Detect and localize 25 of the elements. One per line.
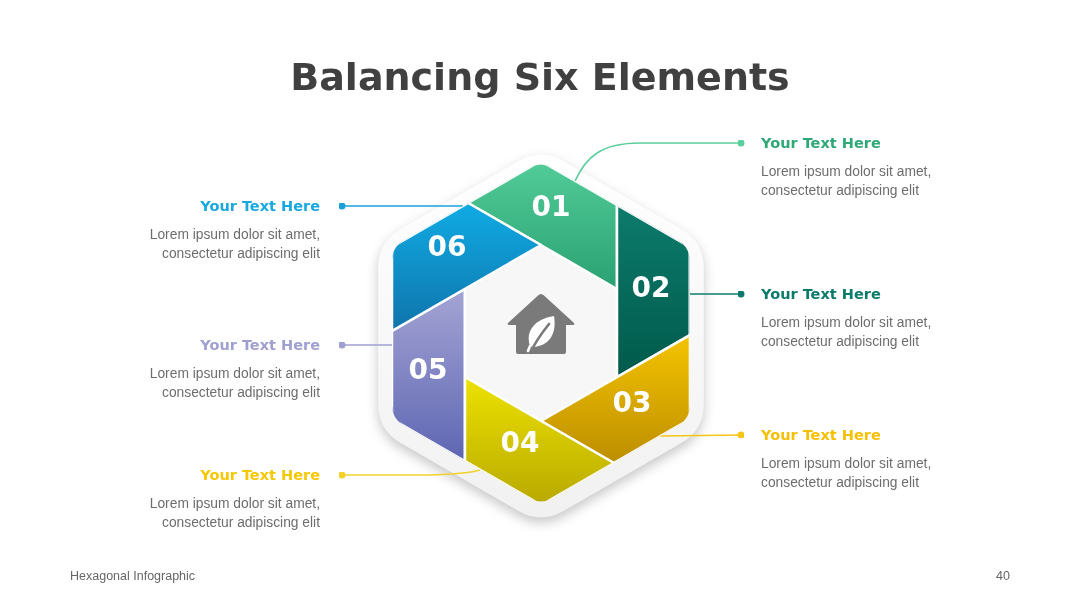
description: Lorem ipsum dolor sit amet, consectetur adipiscing elit xyxy=(761,455,933,492)
heading: Your Text Here xyxy=(200,336,320,355)
segment-number: 04 xyxy=(500,427,540,459)
description: Lorem ipsum dolor sit amet, consectetur adipiscing elit xyxy=(761,314,933,351)
description: Lorem ipsum dolor sit amet, consectetur adipiscing elit xyxy=(148,495,320,532)
segment-number: 03 xyxy=(612,387,652,419)
leader-line xyxy=(574,139,745,182)
leader-line xyxy=(338,341,393,349)
heading: Your Text Here xyxy=(761,426,881,445)
description: Lorem ipsum dolor sit amet, consectetur adipiscing elit xyxy=(761,163,933,200)
page-number: 40 xyxy=(996,569,1010,584)
segment-number: 06 xyxy=(427,231,467,263)
heading: Your Text Here xyxy=(200,197,320,216)
description: Lorem ipsum dolor sit amet, consectetur adipiscing elit xyxy=(148,226,320,263)
segment-number: 01 xyxy=(531,191,571,223)
leader-line xyxy=(689,290,745,298)
heading: Your Text Here xyxy=(761,134,881,153)
description: Lorem ipsum dolor sit amet, consectetur adipiscing elit xyxy=(148,365,320,402)
leader-line xyxy=(338,469,481,479)
heading: Your Text Here xyxy=(200,466,320,485)
segment-number: 05 xyxy=(408,354,448,386)
segment-number: 02 xyxy=(631,272,671,304)
heading: Your Text Here xyxy=(761,285,881,304)
title: Balancing Six Elements xyxy=(290,54,790,100)
footer-text: Hexagonal Infographic xyxy=(70,569,196,584)
